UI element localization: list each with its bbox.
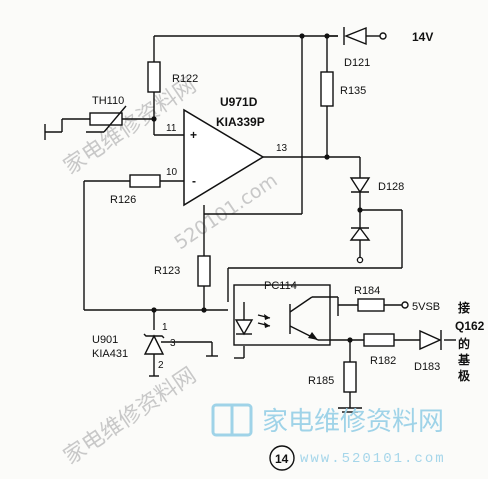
label-vsb: 5VSB [412, 301, 440, 313]
label-supply: 14V [412, 30, 433, 44]
label-pin3: 3 [170, 338, 176, 349]
label-dest-4: 基 [457, 352, 471, 367]
labels: 14V D121 R135 R122 TH110 U971D KIA339P 1… [92, 30, 485, 387]
label-u971d: U971D [220, 95, 258, 109]
diode-d183 [419, 329, 442, 351]
logo-text: 家电维修资料网 [262, 407, 444, 437]
label-dest-1: 接 [458, 300, 470, 315]
label-r135: R135 [340, 85, 366, 97]
diode-d121 [343, 26, 387, 46]
diode-d128 [349, 177, 371, 194]
label-dest-2: Q162 [455, 319, 485, 333]
label-pin2: 2 [158, 360, 164, 371]
label-r182: R182 [370, 355, 396, 367]
site-logo: 家电维修资料网 www.520101.com [211, 403, 446, 467]
label-ic-model: KIA339P [216, 115, 265, 129]
label-dest-5: 极 [458, 368, 471, 383]
label-r184: R184 [354, 285, 380, 297]
label-u901: U901 [92, 334, 118, 346]
label-pin13: 13 [276, 143, 288, 154]
label-r123: R123 [154, 265, 180, 277]
wires [45, 35, 456, 413]
label-d121: D121 [344, 57, 370, 69]
resistor-r135 [320, 71, 334, 107]
watermark-text-bottom: 家电维修资料网 [59, 363, 201, 470]
terminal-5vsb [401, 301, 409, 309]
label-d183: D183 [414, 361, 440, 373]
junction-dots [151, 33, 363, 343]
label-pin10: 10 [166, 167, 178, 178]
resistor-r123 [197, 255, 211, 287]
label-ka431: KIA431 [92, 348, 128, 360]
label-th110: TH110 [92, 95, 124, 107]
label-dest-3: 的 [458, 336, 470, 351]
resistor-r184 [357, 298, 385, 312]
logo-url: www.520101.com [300, 451, 446, 467]
label-minus: - [192, 174, 196, 188]
label-pin1: 1 [162, 322, 168, 333]
optocoupler-pc114 [233, 284, 331, 346]
comparator-u971d [183, 108, 265, 214]
resistor-r126 [129, 174, 161, 188]
thermistor-th110 [86, 105, 127, 133]
resistor-r185 [343, 361, 357, 393]
regulator-u901 [143, 333, 165, 377]
label-d128: D128 [378, 181, 404, 193]
figure-number-badge: 14 [269, 445, 295, 471]
resistor-r182 [363, 333, 395, 347]
figure-number: 14 [275, 452, 289, 466]
label-pin11: 11 [166, 123, 177, 134]
label-r126: R126 [110, 194, 136, 206]
diode-d128-lower [349, 226, 371, 264]
label-plus: + [190, 128, 197, 142]
watermark-text-top: 家电维修资料网 [59, 73, 201, 180]
resistor-r122 [147, 61, 161, 93]
label-r122: R122 [172, 73, 198, 85]
label-pc114: PC114 [264, 280, 297, 292]
label-r185: R185 [308, 375, 334, 387]
